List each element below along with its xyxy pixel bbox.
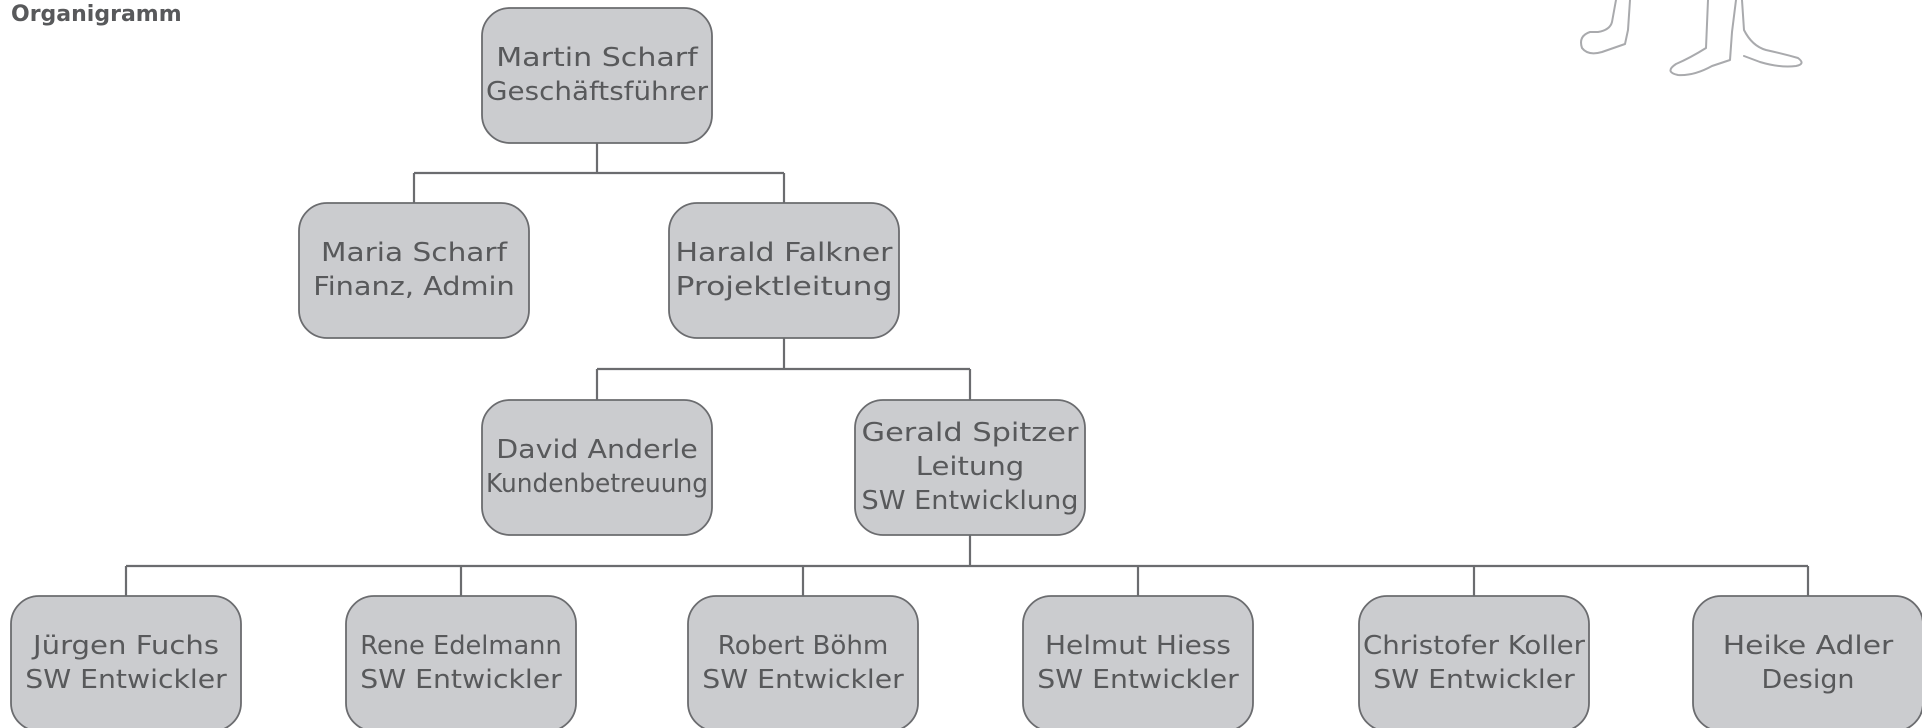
node-box bbox=[687, 595, 919, 728]
connector-lines bbox=[124, 143, 1810, 596]
node-box bbox=[345, 595, 577, 728]
node-box bbox=[668, 202, 900, 339]
node-role: SW Entwickler bbox=[702, 665, 904, 695]
node-name: Harald Falkner bbox=[676, 238, 893, 268]
node-name: Helmut Hiess bbox=[1045, 631, 1231, 661]
node-box bbox=[298, 202, 530, 339]
node-name: Robert Böhm bbox=[718, 631, 889, 661]
node-box bbox=[1358, 595, 1590, 728]
node-role: Kundenbetreuung bbox=[486, 469, 708, 499]
node-box bbox=[1022, 595, 1254, 728]
node-role: SW Entwickler bbox=[25, 665, 227, 695]
node-box bbox=[10, 595, 242, 728]
org-node-christofer: Christofer Koller SW Entwickler bbox=[1358, 595, 1590, 728]
node-name: Christofer Koller bbox=[1363, 631, 1585, 661]
node-name: Martin Scharf bbox=[496, 43, 698, 73]
org-node-helmut: Helmut Hiess SW Entwickler bbox=[1022, 595, 1254, 728]
node-name: Heike Adler bbox=[1723, 631, 1894, 661]
node-name: Rene Edelmann bbox=[360, 631, 562, 661]
node-name: Gerald Spitzer bbox=[862, 418, 1079, 448]
node-role: Projektleitung bbox=[676, 272, 893, 302]
page-title: Organigramm bbox=[11, 2, 182, 27]
org-node-robert: Robert Böhm SW Entwickler bbox=[687, 595, 919, 728]
node-name: Jürgen Fuchs bbox=[31, 631, 219, 661]
figure-feet-decoration bbox=[1580, 0, 1803, 77]
node-role: Design bbox=[1762, 665, 1855, 695]
node-name: David Anderle bbox=[496, 435, 698, 465]
node-box bbox=[1692, 595, 1922, 728]
node-name: Maria Scharf bbox=[321, 238, 508, 268]
node-role: SW Entwickler bbox=[1037, 665, 1239, 695]
node-box bbox=[481, 7, 713, 144]
node-role: SW Entwicklung bbox=[862, 486, 1079, 516]
org-node-juergen: Jürgen Fuchs SW Entwickler bbox=[10, 595, 242, 728]
node-role: Leitung bbox=[916, 452, 1025, 482]
node-role: SW Entwickler bbox=[360, 665, 562, 695]
org-node-rene: Rene Edelmann SW Entwickler bbox=[345, 595, 577, 728]
node-box bbox=[481, 399, 713, 536]
node-role: SW Entwickler bbox=[1373, 665, 1575, 695]
node-role: Geschäftsführer bbox=[486, 77, 708, 107]
node-role: Finanz, Admin bbox=[313, 272, 515, 302]
node-box bbox=[854, 399, 1086, 536]
